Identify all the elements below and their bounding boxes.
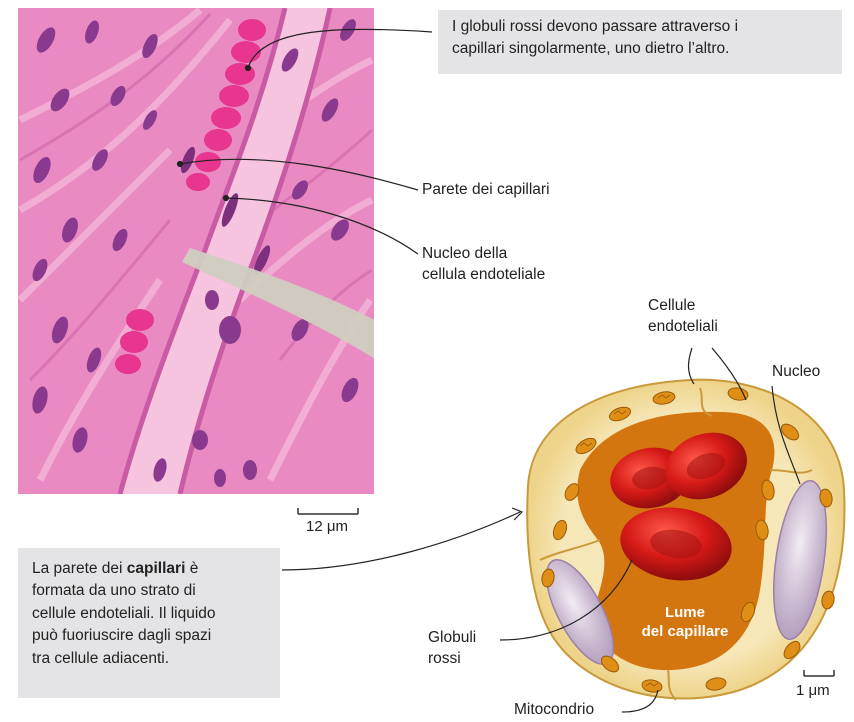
callout-bold-term: capillari	[127, 560, 186, 577]
label-line: Globuli	[428, 628, 476, 649]
micrograph-scale-bar	[298, 508, 358, 514]
callout-bottom-line2: formata da uno strato di	[32, 580, 266, 602]
callout-bottom-line4: può fuoriuscire dagli spazi	[32, 625, 266, 647]
callout-bottom: La parete dei capillari è formata da uno…	[18, 548, 280, 698]
callout-top-line2: capillari singolarmente, uno dietro l’al…	[452, 38, 828, 60]
label-lume-capillare: Lume del capillare	[630, 604, 740, 642]
label-line: Cellule	[648, 296, 718, 317]
callout-bottom-line1: La parete dei capillari è	[32, 558, 266, 580]
label-line: Nucleo della	[422, 244, 545, 265]
micrograph-scale-label: 12 μm	[306, 518, 348, 535]
label-globuli-rossi: Globuli rossi	[428, 628, 476, 670]
callout-top: I globuli rossi devono passare attravers…	[438, 10, 842, 74]
label-nucleo-endoteliale: Nucleo della cellula endoteliale	[422, 244, 545, 286]
capillary-diagram	[527, 380, 844, 700]
callout-text: La parete dei	[32, 560, 127, 577]
label-nucleo: Nucleo	[772, 362, 820, 383]
callout-bottom-line5: tra cellule adiacenti.	[32, 648, 266, 670]
label-line: cellula endoteliale	[422, 265, 545, 286]
diagram-scale-bar	[804, 670, 834, 676]
label-mitocondrio: Mitocondrio	[514, 700, 594, 721]
label-parete-capillari: Parete dei capillari	[422, 180, 550, 201]
label-line: del capillare	[630, 623, 740, 642]
label-line: Lume	[630, 604, 740, 623]
callout-bottom-line3: cellule endoteliali. Il liquido	[32, 603, 266, 625]
callout-top-line1: I globuli rossi devono passare attravers…	[452, 16, 828, 38]
label-line: endoteliali	[648, 317, 718, 338]
label-line: rossi	[428, 649, 476, 670]
label-cellule-endoteliali: Cellule endoteliali	[648, 296, 718, 338]
diagram-scale-label: 1 μm	[796, 682, 830, 699]
callout-text: è	[185, 560, 198, 577]
